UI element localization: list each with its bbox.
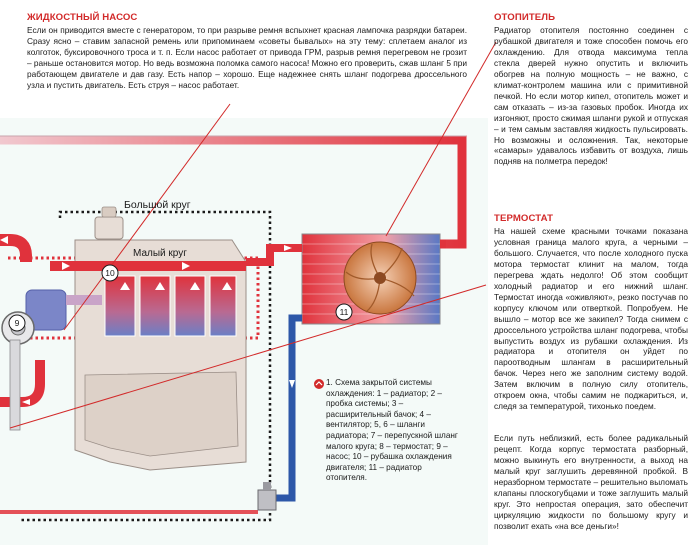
callout-10: 10 (105, 268, 115, 278)
pipe-flow-arrows (0, 236, 295, 405)
radiator-hose-upper (0, 234, 32, 262)
thermostat-text-1: На нашей схеме красными точками показана… (494, 226, 688, 412)
caption-marker (314, 379, 324, 389)
callout-9: 9 (15, 318, 20, 328)
heater-valve-handle (263, 482, 271, 490)
callout-11-circle (335, 303, 353, 321)
callout-9-circle (8, 314, 26, 332)
thermostat-heading: ТЕРМОСТАТ (494, 213, 554, 224)
pointer-thermostat (9, 284, 487, 429)
pump-shaft (9, 339, 21, 431)
heater-text: Радиатор отопителя постоянно соединен с … (494, 25, 688, 167)
thermostat-housing (25, 289, 67, 331)
expansion-tank-cap (101, 206, 117, 218)
callout-10-circle (101, 264, 119, 282)
expansion-tank (94, 216, 124, 240)
pump-heading: ЖИДКОСТНЫЙ НАСОС (27, 12, 138, 23)
heater-supply-pipe (0, 135, 467, 249)
heater-valve (257, 489, 277, 511)
small-circle-label: Малый круг (133, 248, 187, 259)
pointer-heater (385, 41, 497, 237)
heater-return-hose (272, 314, 302, 502)
cylinder-jacket-2 (139, 275, 171, 337)
heater-fan-hub (374, 272, 386, 284)
cylinder-jacket-4 (209, 275, 237, 337)
caption-marker-icon (315, 381, 323, 386)
cylinder-jacket-3 (174, 275, 206, 337)
flow-arrows (62, 262, 232, 290)
callout-11: 11 (340, 307, 349, 317)
engine-crankcase (84, 371, 239, 457)
pump-text: Если он приводится вместе с генератором,… (27, 25, 467, 90)
big-circle-label: Большой круг (124, 199, 191, 211)
heater-heading: ОТОПИТЕЛЬ (494, 12, 556, 23)
big-circle-boundary (20, 210, 272, 522)
pointer-pump (63, 103, 231, 331)
diagram-caption: 1. Схема закрытой системы охлаждения: 1 … (326, 378, 458, 483)
thermostat-text-2: Если путь неблизкий, есть более радикаль… (494, 433, 688, 531)
cylinder-jacket-1 (104, 275, 136, 337)
